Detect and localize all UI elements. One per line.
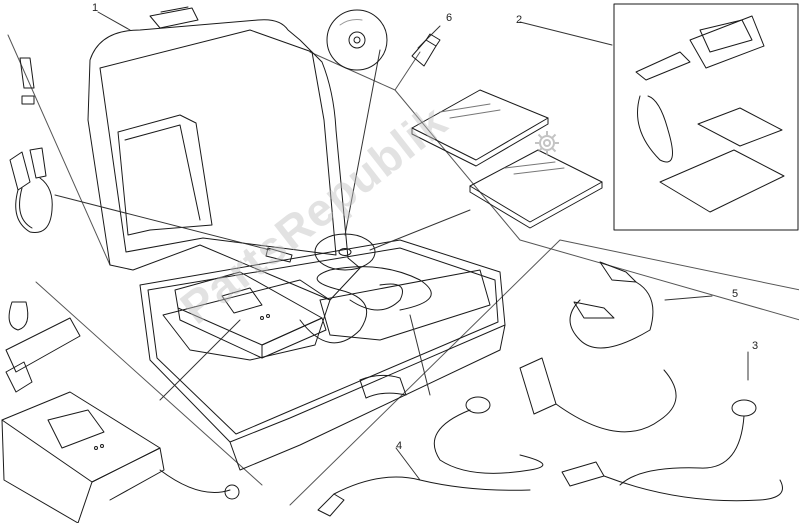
carrying-case (87, 6, 506, 471)
battery-clamp-cable-5 (519, 261, 677, 433)
leader-lines (54, 11, 749, 481)
callout-1: 1 (92, 2, 99, 14)
software-cd (326, 9, 388, 71)
callout-6: 6 (446, 12, 453, 24)
diagnostic-cable-4 (317, 396, 544, 517)
callout-3: 3 (752, 340, 759, 352)
usb-stick (411, 33, 441, 67)
watermark-gear-icon (535, 131, 559, 155)
strap-and-carabiner (5, 301, 81, 393)
callout-4: 4 (396, 440, 403, 452)
manuals (411, 89, 603, 229)
case-interface-unit (174, 271, 327, 359)
usb-dongle-small (19, 57, 35, 105)
bluetooth-kit-panel (613, 3, 799, 231)
diagnostic-cable-3 (561, 399, 783, 502)
diagnostic-interface-unit (1, 391, 240, 523)
callout-2: 2 (516, 14, 523, 26)
callout-5: 5 (732, 288, 739, 300)
usb-cable (9, 147, 53, 234)
region-dividers (7, 34, 799, 506)
